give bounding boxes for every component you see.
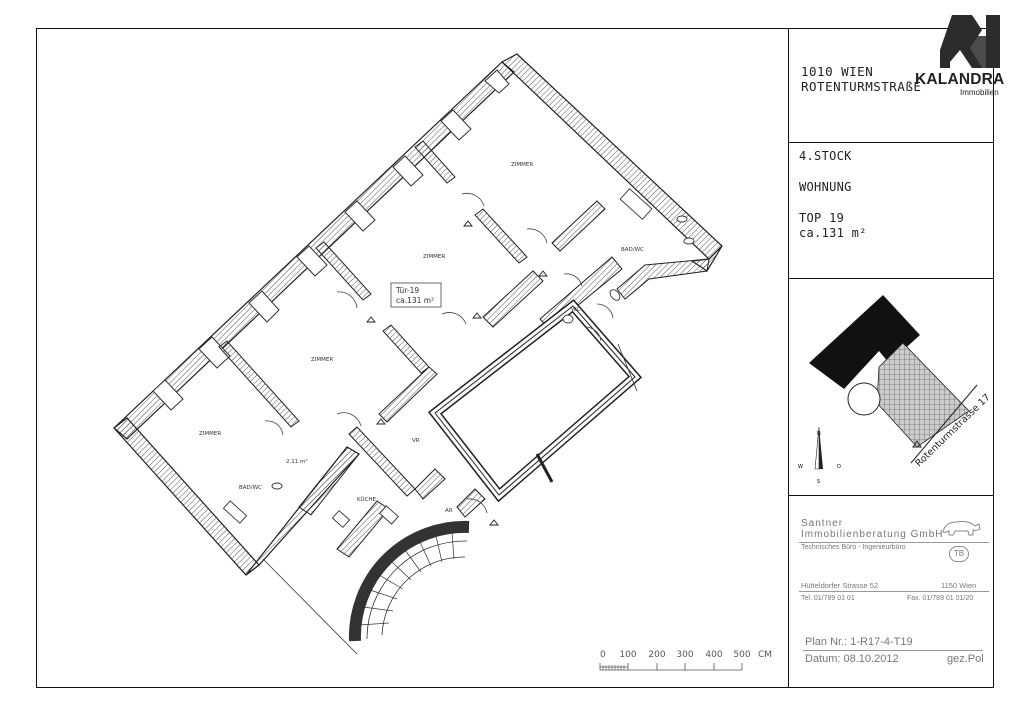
door-swings [264, 192, 614, 514]
room-label-vr: VR [412, 438, 420, 444]
unit-panel: 4.STOCK WOHNUNG TOP 19 ca.131 m² [788, 143, 994, 279]
kitchen-walls [298, 426, 486, 558]
unit-area-label: ca.131 m² [799, 226, 867, 240]
firm-tagline: Technisches Büro - Ingenieurbüro [801, 544, 906, 551]
firm-fax: Fax. 01/789 01 01/20 [907, 595, 974, 602]
scale-bar: 0 100 200 300 400 500 CM [599, 650, 772, 671]
svg-text:W: W [798, 464, 803, 470]
key-plan: Rotenturmstrasse 17 N S W O [798, 295, 993, 485]
scale-tick-label: 400 [705, 650, 722, 660]
address-line-1: 1010 WIEN [801, 64, 874, 79]
key-plan-building [809, 295, 920, 389]
scale-tick-label: 100 [619, 650, 636, 660]
spiral-staircase [262, 343, 638, 655]
room-label-wc: WC [571, 307, 580, 313]
plan-divider [803, 650, 983, 651]
floor-plan: ZIMMER ZIMMER ZIMMER ZIMMER BAD/WC BAD/W… [113, 53, 723, 655]
bear-icon [942, 521, 981, 536]
scale-tick-label: 200 [648, 650, 665, 660]
drawn-by: gez.Pol [947, 653, 984, 665]
room-labels: ZIMMER ZIMMER ZIMMER ZIMMER BAD/WC BAD/W… [199, 162, 644, 514]
tb-badge: TB [949, 546, 969, 562]
room-label-kueche: KÜCHE [357, 496, 376, 503]
floor-label: 4.STOCK [799, 149, 852, 163]
scale-tick-label: 0 [600, 650, 606, 660]
scale-tick-label: 300 [676, 650, 693, 660]
firm-name-1: Santner [801, 518, 844, 529]
scale-tick-label: 500 [733, 650, 750, 660]
key-plan-panel: Rotenturmstrasse 17 N S W O [788, 279, 994, 496]
firm-name-2: Immobilienberatung GmbH [801, 529, 944, 540]
scale-unit: CM [758, 650, 772, 660]
svg-text:S: S [817, 479, 820, 485]
address-line-2: ROTENTURMSTRAßE [801, 79, 922, 94]
firm-city: 1150 Wien [941, 581, 977, 590]
unit-type-label: WOHNUNG [799, 180, 852, 194]
room-label-zimmer-2: ZIMMER [423, 254, 445, 260]
firm-divider-1 [799, 542, 989, 543]
door-tag-number: Tür-19 [395, 286, 419, 295]
interior-walls [218, 140, 710, 428]
drawing-frame [36, 28, 994, 688]
firm-panel: Santner Immobilienberatung GmbH Technisc… [788, 496, 994, 687]
room-label-ar: AR [445, 508, 453, 514]
room-label-bad-wc-1: BAD/WC [621, 247, 644, 253]
outer-walls [113, 53, 723, 576]
plan-date: Datum: 08.10.2012 [805, 653, 899, 665]
unit-number-label: TOP 19 [799, 211, 845, 225]
kalandra-logo [940, 15, 1000, 68]
plan-number: Plan Nr.: 1-R17-4-T19 [805, 636, 913, 648]
fixtures [222, 188, 695, 529]
room-label-zimmer-4: ZIMMER [199, 431, 221, 437]
svg-text:O: O [837, 464, 841, 470]
svg-text:N: N [817, 431, 821, 437]
level-markers [366, 220, 548, 526]
logo-subtitle: Immobilien [960, 88, 999, 97]
lightwell [427, 299, 643, 503]
windows [152, 69, 510, 411]
logo-name: KALANDRA [915, 71, 1005, 88]
room-label-bad-wc-2: BAD/WC [239, 485, 262, 491]
address-panel: 1010 WIEN ROTENTURMSTRAßE [788, 29, 994, 143]
compass-icon: N S W O [798, 426, 841, 485]
firm-tel: Tel. 01/789 01 01 [801, 595, 855, 602]
firm-divider-2 [799, 591, 989, 592]
room-area-label: 2.11 m² [286, 458, 308, 465]
room-label-zimmer-3: ZIMMER [311, 357, 333, 363]
room-label-zimmer-1: ZIMMER [511, 162, 533, 168]
door-tag-area: ca.131 m² [396, 296, 434, 305]
door-tag: Tür-19 ca.131 m² [390, 282, 442, 308]
key-plan-stair [847, 382, 881, 416]
firm-street: Hütteldorfer Strasse 52 [801, 581, 879, 590]
